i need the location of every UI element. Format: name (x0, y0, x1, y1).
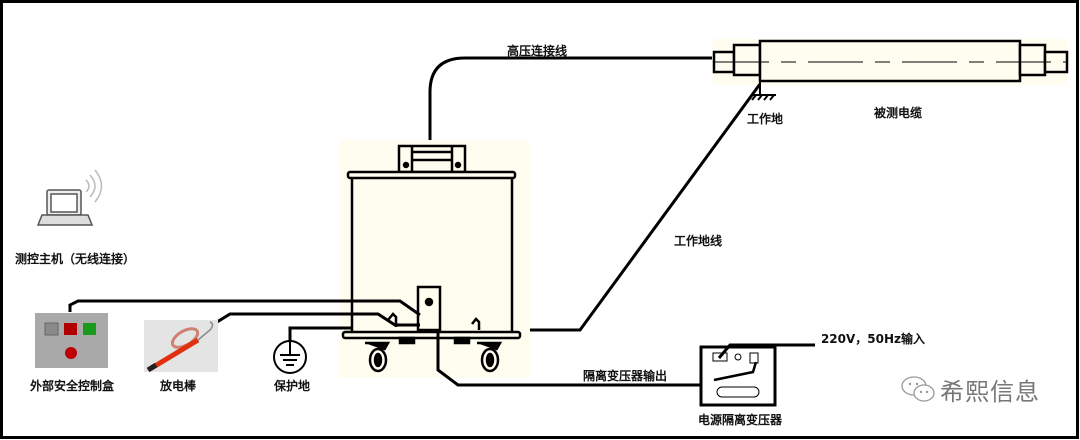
discharge-rod-image (144, 320, 218, 373)
protect-ground-wire (288, 326, 352, 342)
work-ground-wire-label: 工作地线 (673, 234, 723, 248)
discharge-rod-wire (216, 312, 420, 327)
wechat-icon (901, 376, 935, 402)
power-input-label: 220V，50Hz输入 (820, 332, 926, 346)
safety-box-wire (68, 299, 421, 317)
cable-label: 被测电缆 (873, 106, 923, 120)
transformer-internal-wire (713, 361, 758, 382)
host-label: 测控主机（无线连接） (14, 252, 136, 266)
work-ground-icon (751, 81, 776, 101)
work-ground-label: 工作地 (746, 112, 784, 126)
wheel-right (477, 341, 503, 373)
cable-under-test (712, 39, 1069, 85)
protect-ground-label: 保护地 (273, 379, 311, 393)
wheel-left (365, 341, 391, 373)
watermark: 希熙信息 (940, 378, 1040, 406)
transformer-output-label: 隔离变压器输出 (582, 369, 668, 383)
safety-control-box (35, 313, 108, 368)
hv-test-unit (340, 140, 530, 378)
hv-wire (428, 56, 713, 146)
safety-box-label: 外部安全控制盒 (29, 379, 115, 393)
hv-wire-label: 高压连接线 (506, 44, 568, 58)
discharge-rod-label: 放电棒 (159, 379, 197, 393)
transformer-label: 电源隔离变压器 (697, 413, 783, 427)
protect-ground-icon (273, 340, 307, 374)
power-input-wire (717, 343, 815, 359)
work-ground-wire (515, 83, 762, 332)
laptop-icon (36, 169, 103, 226)
